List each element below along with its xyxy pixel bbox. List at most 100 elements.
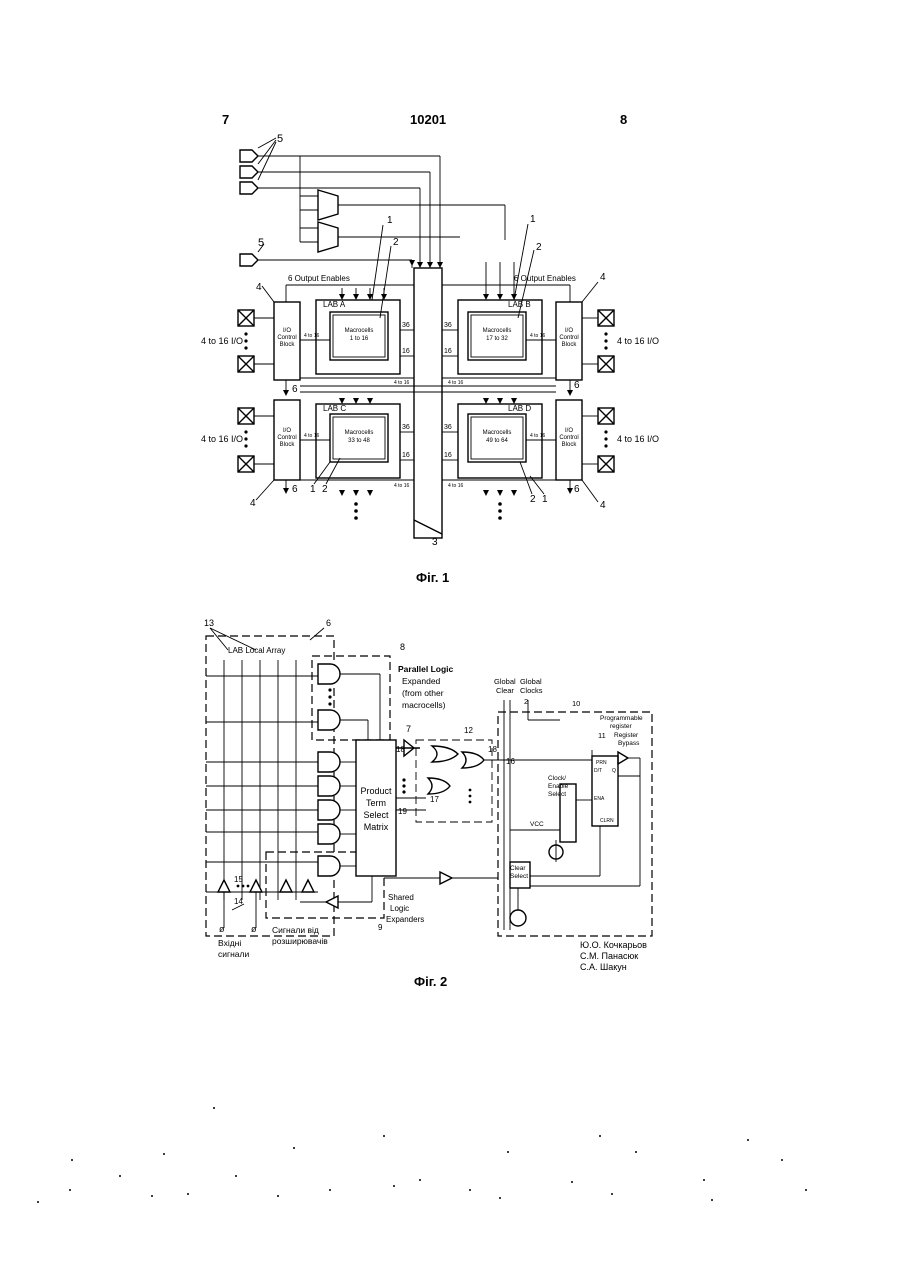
ref-4-d: 4: [600, 500, 606, 511]
parallel-logic-l2: Expanded: [402, 676, 441, 686]
reg-clrn: CLRN: [600, 818, 614, 824]
reg-d: D/T: [594, 768, 602, 774]
ref-6-d: 6: [574, 484, 580, 495]
parallel-logic-l4: macrocells): [402, 700, 446, 710]
interconnect-grid: [206, 660, 318, 900]
lab-b-mc: Macrocells: [483, 328, 512, 334]
ref-18-a: 18: [396, 745, 405, 754]
bus-4to16-e: 4 to 16: [394, 380, 410, 386]
io-block-a-l2: Control: [277, 335, 296, 341]
ref-4-a: 4: [256, 282, 262, 293]
bus-36-a: 36: [402, 322, 410, 329]
ref-1-c: 1: [310, 484, 316, 495]
ref-10: 10: [572, 699, 580, 708]
ref-7: 7: [406, 724, 411, 734]
lab-c-name: LAB C: [323, 404, 346, 413]
bus-4to16-c: 4 to 16: [304, 433, 320, 439]
fig1-caption: Фіг. 1: [416, 570, 449, 585]
oe-label-right: 6 Output Enables: [514, 274, 576, 283]
lab-d-name: LAB D: [508, 404, 531, 413]
clock-enable-l1: Clock/: [548, 775, 566, 782]
dedicated-inputs: 5 5: [240, 133, 505, 268]
bus-36-b: 36: [444, 322, 452, 329]
ref-19: 19: [398, 807, 407, 816]
fig2-caption: Фіг. 2: [414, 974, 447, 989]
register-bypass-l2: Bypass: [618, 740, 640, 747]
ref-13: 13: [204, 618, 214, 628]
ref-2-c: 2: [322, 484, 328, 495]
io-block-b-l2: Control: [559, 335, 578, 341]
ref-11: 11: [598, 731, 606, 740]
input-signals-l1: Вхідні: [218, 938, 241, 948]
bus-4to16-f: 4 to 16: [448, 380, 464, 386]
ref-3: 3: [432, 537, 438, 548]
lab-b-name: LAB B: [508, 300, 531, 309]
global-clear-l2: Clear: [496, 686, 514, 695]
global-clocks-l1: Global: [520, 677, 542, 686]
ref-2-fig2: 2: [524, 697, 528, 706]
io-block-d-l2: Control: [559, 435, 578, 441]
ref-5-lower: 5: [258, 237, 264, 249]
input-signals-l2: сигнали: [218, 949, 249, 959]
ground-symbol-2: ø: [251, 924, 257, 934]
lab-d-mc: Macrocells: [483, 430, 512, 436]
reg-prn: PRN: [596, 760, 607, 766]
ptsm-l3: Select: [363, 810, 389, 820]
io-block-d-l1: I/O: [565, 428, 573, 434]
lab-b-range: 17 to 32: [486, 336, 508, 342]
bus-4to16-d: 4 to 16: [530, 433, 546, 439]
lab-d-range: 49 to 64: [486, 438, 508, 444]
prog-register-l1: Programmable: [600, 715, 643, 722]
clear-select-l1: Clear: [510, 865, 526, 872]
scan-noise: [37, 1107, 807, 1203]
bus-16-b: 16: [444, 348, 452, 355]
io-block-c-l2: Control: [277, 435, 296, 441]
io-label-right-bottom: 4 to 16 I/O: [617, 434, 659, 444]
parallel-logic-l1: Parallel Logic: [398, 664, 454, 674]
io-label-left-bottom: 4 to 16 I/O: [201, 434, 243, 444]
author-2: С.М. Панасюк: [580, 951, 638, 961]
figure-1: 5 5 3 6 Output Enables 6 Output Enables: [201, 133, 659, 585]
ref-1-d: 1: [542, 494, 548, 505]
ref-5-top: 5: [277, 133, 283, 145]
io-block-b-l1: I/O: [565, 328, 573, 334]
ref-4-c: 4: [250, 498, 256, 509]
programmable-register: [592, 756, 618, 826]
clock-enable-l3: Select: [548, 791, 566, 798]
reg-q: Q: [612, 768, 616, 774]
ref-9: 9: [378, 923, 383, 932]
bus-4to16-h: 4 to 16: [448, 483, 464, 489]
io-label-left-top: 4 to 16 I/O: [201, 336, 243, 346]
lab-local-array-label: LAB Local Array: [228, 646, 285, 655]
io-label-right-top: 4 to 16 I/O: [617, 336, 659, 346]
oe-label-left: 6 Output Enables: [288, 274, 350, 283]
pia-bus: [414, 268, 442, 538]
bus-36-d: 36: [444, 424, 452, 431]
ref-6-b: 6: [574, 380, 580, 391]
ptsm-l2: Term: [366, 798, 386, 808]
shared-exp-l1: Shared: [388, 893, 414, 902]
io-block-c-l1: I/O: [283, 428, 291, 434]
io-block-d-l3: Block: [562, 442, 578, 448]
ref-4-b: 4: [600, 272, 606, 283]
ref-6-c: 6: [292, 484, 298, 495]
ref-8: 8: [400, 642, 405, 652]
expander-signals-l1: Сигнали від: [272, 925, 319, 935]
prog-register-l2: register: [610, 723, 633, 730]
ref-17: 17: [430, 795, 439, 804]
ptsm-l1: Product: [360, 786, 392, 796]
bus-16-d: 16: [444, 452, 452, 459]
clear-select-l2: Select: [510, 873, 528, 880]
ptsm-l4: Matrix: [364, 822, 389, 832]
clock-enable-l2: Enable: [548, 783, 569, 790]
ref-2-b: 2: [536, 242, 542, 253]
author-3: С.А. Шакун: [580, 962, 627, 972]
ref-15: 15: [234, 875, 243, 884]
io-block-a-l1: I/O: [283, 328, 291, 334]
io-block-c-l3: Block: [280, 442, 296, 448]
lab-a-name: LAB A: [323, 300, 346, 309]
register-bypass-l1: Register: [614, 732, 639, 739]
product-term-select-matrix: [356, 740, 396, 876]
io-block-a-l3: Block: [280, 342, 296, 348]
